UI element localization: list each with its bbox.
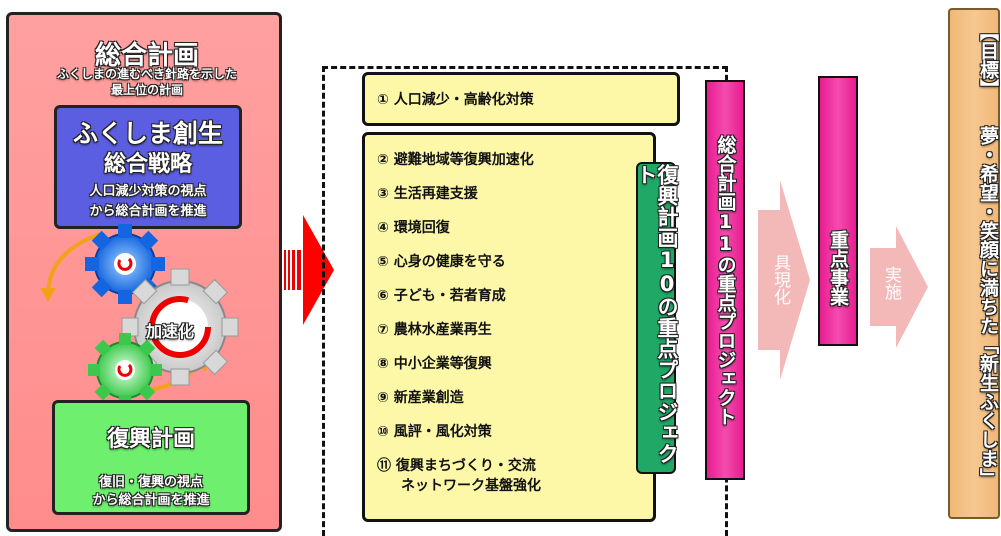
big-red-arrow-icon [284,215,334,325]
project-item: ⑨ 新産業創造 [377,390,464,406]
recovery-10-projects-label: 復興計画10の重点プロジェクト [634,164,679,464]
project-item: ② 避難地域等復興加速化 [377,152,534,168]
green-gear-icon [88,333,162,407]
general-plan-title: 総合計画 [94,41,199,71]
general-plan-subtitle-1: ふくしまの進むべき針路を示した [56,67,237,81]
embody-arrow-icon [758,180,810,380]
goal-box: 【目標】 夢・希望・笑顔に満ちた「新生ふくしま」 [948,8,1000,519]
implement-label: 実施 [881,266,901,300]
strategy-title-2: 総合戦略 [103,152,192,177]
general-11-projects-label: 総合計画11の重点プロジェクト [714,134,737,426]
white-gear-icon [121,268,239,386]
recovery-projects-box: ② 避難地域等復興加速化 ③ 生活再建支援 ④ 環境回復 ⑤ 心身の健康を守る … [362,132,656,522]
priority-projects-label: 重点事業 [827,230,849,306]
goal-text: 夢・希望・笑顔に満ちた「新生ふくしま」 [977,126,999,487]
accelerate-label: 加速化 [146,322,195,341]
project-1-box: ① 人口減少・高齢化対策 [362,72,680,126]
recovery-plan-title: 復興計画 [106,427,195,452]
embody-label: 具現化 [770,254,790,305]
gears-illustration [40,224,239,407]
blue-gear-icon [85,224,165,304]
general-11-projects-bar: 総合計画11の重点プロジェクト [705,80,745,480]
project-item: ④ 環境回復 [377,220,450,236]
project-1-label: ① 人口減少・高齢化対策 [377,92,534,108]
strategy-title-1: ふくしま創生 [72,119,223,148]
recovery-10-projects-bar: 復興計画10の重点プロジェクト [634,162,679,474]
project-item: ⑥ 子ども・若者育成 [377,288,506,304]
project-item: ③ 生活再建支援 [377,186,478,202]
project-item-continuation: ネットワーク基盤強化 [401,478,541,494]
project-item: ⑦ 農林水産業再生 [377,322,492,338]
priority-projects-bar: 重点事業 [818,76,858,346]
recovery-plan-desc-2: から総合計画を推進 [92,493,210,508]
goal-heading: 【目標】 [977,22,999,98]
recovery-plan-desc-1: 復旧・復興の視点 [98,475,203,490]
strategy-desc-1: 人口減少対策の視点 [89,184,207,199]
project-item: ⑪ 復興まちづくり・交流 [377,458,536,474]
project-item: ⑧ 中小企業等復興 [377,356,492,372]
strategy-desc-2: から総合計画を推進 [89,204,207,219]
fukushima-strategy-box: ふくしま創生 総合戦略 人口減少対策の視点 から総合計画を推進 [54,105,242,229]
implement-arrow-icon [870,226,928,348]
recovery-plan-box: 復興計画 復旧・復興の視点 から総合計画を推進 [52,400,250,515]
general-plan-subtitle-2: 最上位の計画 [110,83,183,97]
project-item: ⑩ 風評・風化対策 [377,424,492,440]
project-item: ⑤ 心身の健康を守る [377,254,506,270]
